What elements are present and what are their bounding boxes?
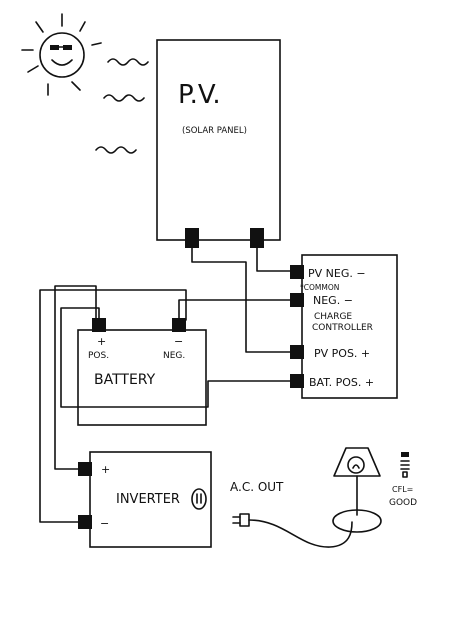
battery-terminal-neg (172, 318, 186, 332)
inverter-terminal-neg (78, 515, 92, 529)
controller-label-line2: CONTROLLER (312, 323, 373, 333)
battery: + − POS. NEG. BATTERY (77, 318, 207, 426)
battery-pos-label: POS. (88, 351, 109, 361)
battery-terminal-pos (92, 318, 106, 332)
controller-common-label: *COMMON (300, 283, 339, 292)
cfl-label-line1: CFL= (392, 485, 413, 494)
solar-panel: P.V. (SOLAR PANEL) (156, 39, 281, 248)
panel-subtitle: (SOLAR PANEL) (182, 126, 247, 136)
cfl-bulb-icon (400, 452, 410, 478)
battery-label: BATTERY (94, 372, 156, 388)
inverter-plus-sign: + (101, 463, 110, 476)
panel-terminal-neg (250, 228, 264, 248)
charge-controller: PV NEG. − *COMMON NEG. − CHARGE CONTROLL… (290, 254, 398, 399)
cfl-label-line2: GOOD (389, 498, 417, 508)
battery-neg-label: NEG. (163, 351, 185, 361)
controller-terminal-pv-neg (290, 265, 304, 279)
lamp-icon (332, 447, 382, 533)
battery-plus-sign: + (97, 335, 106, 348)
sunlight-waves (95, 58, 149, 154)
controller-label-line1: CHARGE (314, 312, 352, 322)
panel-terminal-pos (185, 228, 199, 248)
inverter-terminal-pos (78, 462, 92, 476)
plug-cord (232, 513, 353, 548)
controller-pv-neg-label: PV NEG. − (308, 267, 366, 280)
controller-neg-label: NEG. − (313, 294, 353, 307)
inverter: + − INVERTER A.C. OUT (78, 451, 284, 548)
ac-outlet-icon (191, 488, 207, 510)
controller-terminal-bat-pos (290, 374, 304, 388)
controller-terminal-pv-pos (290, 345, 304, 359)
controller-pv-pos-label: PV POS. + (314, 347, 370, 360)
sun-icon (21, 13, 102, 96)
inverter-minus-sign: − (100, 517, 109, 530)
battery-minus-sign: − (174, 335, 183, 348)
wiring (39, 247, 291, 523)
controller-bat-pos-label: BAT. POS. + (309, 376, 374, 389)
controller-terminal-neg (290, 293, 304, 307)
ac-out-label: A.C. OUT (230, 480, 284, 494)
inverter-label: INVERTER (116, 492, 180, 507)
panel-title: P.V. (178, 80, 221, 110)
